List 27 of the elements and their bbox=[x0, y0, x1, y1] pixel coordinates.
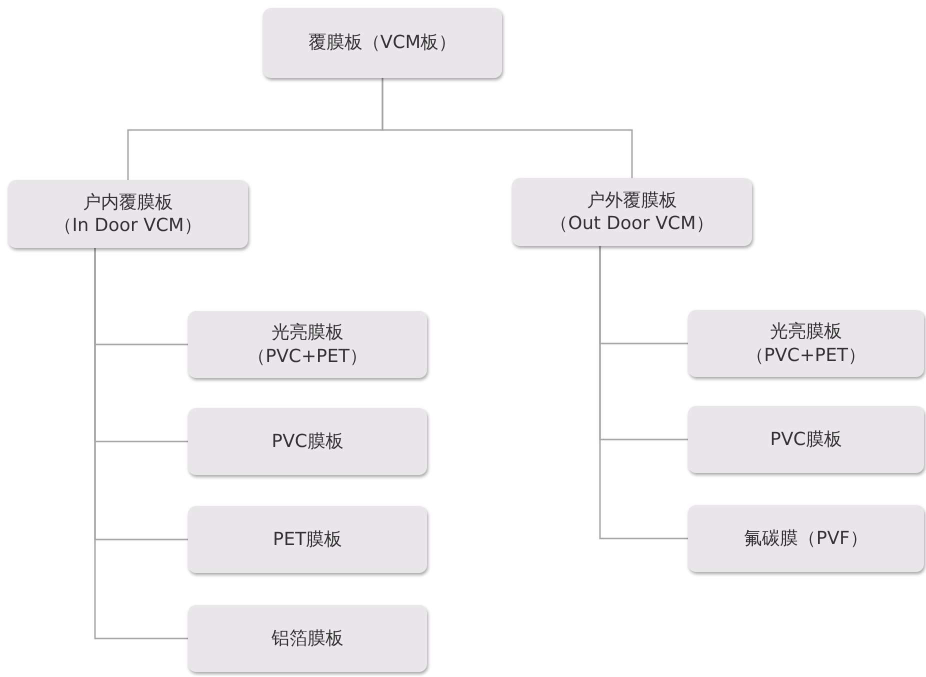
box-label: 光亮膜板 bbox=[272, 321, 344, 344]
category-box bbox=[512, 178, 752, 246]
box-label: 覆膜板（VCM板） bbox=[308, 31, 457, 55]
box-label: PVC膜板 bbox=[770, 428, 842, 452]
box-label: （Out Door VCM） bbox=[550, 212, 714, 236]
category-box bbox=[188, 408, 427, 475]
category-box bbox=[688, 505, 924, 572]
box-label: PET膜板 bbox=[272, 528, 342, 552]
box-label: （PVC+PET） bbox=[247, 344, 368, 368]
box-label: （In Door VCM） bbox=[54, 214, 202, 238]
connector-line bbox=[94, 248, 188, 640]
category-box bbox=[688, 310, 924, 377]
category-box bbox=[688, 406, 924, 473]
category-box bbox=[188, 605, 427, 672]
connector-line bbox=[599, 246, 688, 540]
category-box bbox=[263, 8, 502, 78]
box-label: 光亮膜板 bbox=[770, 320, 842, 344]
category-box bbox=[188, 506, 427, 573]
connector-line bbox=[382, 78, 633, 178]
box-label: （PVC+PET） bbox=[746, 344, 866, 367]
box-label: 户内覆膜板 bbox=[83, 190, 173, 214]
category-box bbox=[188, 311, 427, 378]
box-label: 氟碳膜（PVF） bbox=[744, 526, 868, 550]
box-label: 户外覆膜板 bbox=[587, 188, 677, 212]
category-box bbox=[8, 180, 248, 248]
box-label: PVC膜板 bbox=[272, 430, 344, 454]
box-label: 铝箔膜板 bbox=[272, 626, 344, 650]
